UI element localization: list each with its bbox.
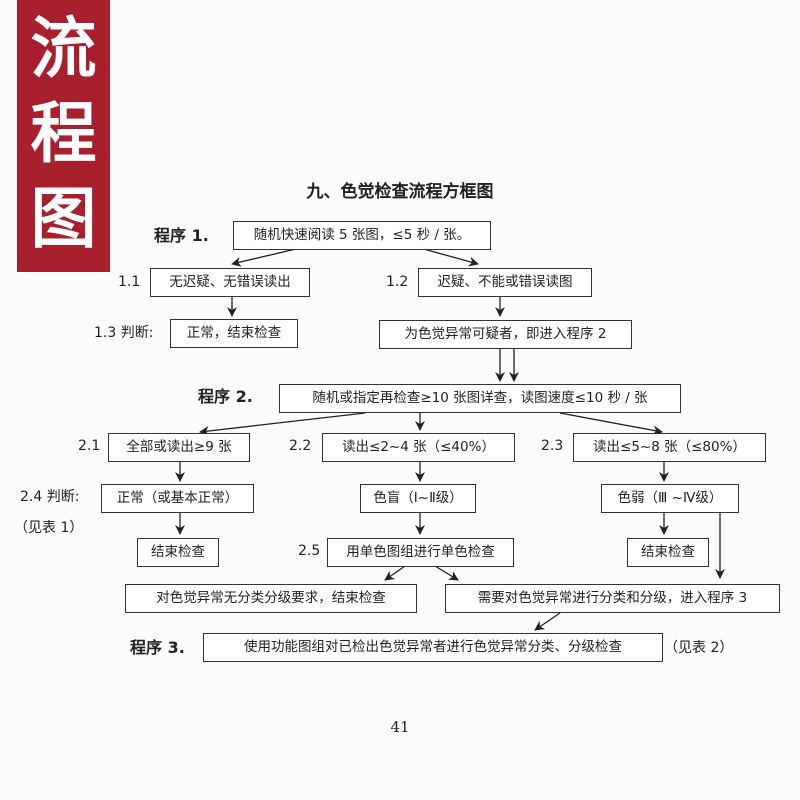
step-box-classification: 需要对色觉异常进行分类和分级，进入程序 3 bbox=[445, 584, 780, 613]
step-box-1-2: 迟疑、不能或错误读图 bbox=[418, 268, 592, 297]
arrow bbox=[199, 412, 366, 436]
arrow bbox=[231, 247, 301, 267]
side-tag-char: 程 bbox=[30, 94, 97, 172]
step-box-suspect: 为色觉异常可疑者，即进入程序 2 bbox=[379, 320, 632, 349]
table-1-reference: （见表 1） bbox=[14, 520, 84, 536]
step-box-single-color: 用单色图组进行单色检查 bbox=[327, 538, 514, 567]
side-tag-char: 流 bbox=[30, 9, 97, 87]
stage-2-label: 程序 2. bbox=[198, 387, 253, 406]
step-label-2-1: 2.1 bbox=[78, 438, 101, 454]
step-box-2-2: 读出≤2~4 张（≤40%） bbox=[322, 433, 515, 462]
step-box-color-weak: 色弱（Ⅲ ~Ⅳ级） bbox=[601, 484, 739, 513]
arrow bbox=[419, 247, 479, 267]
step-box-2-3: 读出≤5~8 张（≤80%） bbox=[573, 433, 766, 462]
step-box-random-read: 随机快速阅读 5 张图，≤5 秒 / 张。 bbox=[233, 221, 491, 250]
step-label-1-1: 1.1 bbox=[118, 274, 141, 290]
arrow bbox=[434, 565, 459, 581]
step-box-1-1: 无迟疑、无错误读出 bbox=[150, 268, 310, 297]
step-label-2-5: 2.5 bbox=[298, 543, 321, 559]
step-box-2-4: 正常（或基本正常） bbox=[101, 484, 254, 513]
step-label-2-2: 2.2 bbox=[289, 438, 312, 454]
step-box-1-3: 正常，结束检查 bbox=[170, 319, 298, 348]
stage-1-label: 程序 1. bbox=[154, 226, 209, 245]
table-2-reference: （见表 2） bbox=[664, 640, 734, 656]
arrow bbox=[534, 612, 561, 631]
step-box-color-blind: 色盲（Ⅰ~Ⅱ级） bbox=[360, 484, 476, 513]
step-box-no-classification: 对色觉异常无分类分级要求，结束检查 bbox=[125, 584, 417, 613]
step-label-1-2: 1.2 bbox=[386, 274, 409, 290]
step-box-program-2: 随机或指定再检查≥10 张图详查，读图速度≤10 秒 / 张 bbox=[279, 384, 681, 413]
arrow bbox=[384, 565, 406, 581]
side-tag: 流 程 图 bbox=[17, 0, 110, 272]
stage-3-label: 程序 3. bbox=[130, 638, 185, 657]
step-label-2-3: 2.3 bbox=[541, 438, 564, 454]
step-box-end-check: 结束检查 bbox=[627, 538, 709, 567]
step-box-2-1: 全部或读出≥9 张 bbox=[108, 433, 250, 462]
page-number: 41 bbox=[390, 718, 410, 736]
page-title: 九、色觉检查流程方框图 bbox=[306, 182, 494, 202]
step-label-2-4: 2.4 判断: bbox=[20, 489, 80, 505]
step-box-program-3: 使用功能图组对已检出色觉异常者进行色觉异常分类、分级检查 bbox=[203, 633, 663, 662]
step-label-1-3: 1.3 判断: bbox=[94, 325, 154, 341]
arrow bbox=[559, 412, 663, 436]
step-box-end-check: 结束检查 bbox=[137, 538, 219, 567]
side-tag-char: 图 bbox=[30, 180, 97, 258]
